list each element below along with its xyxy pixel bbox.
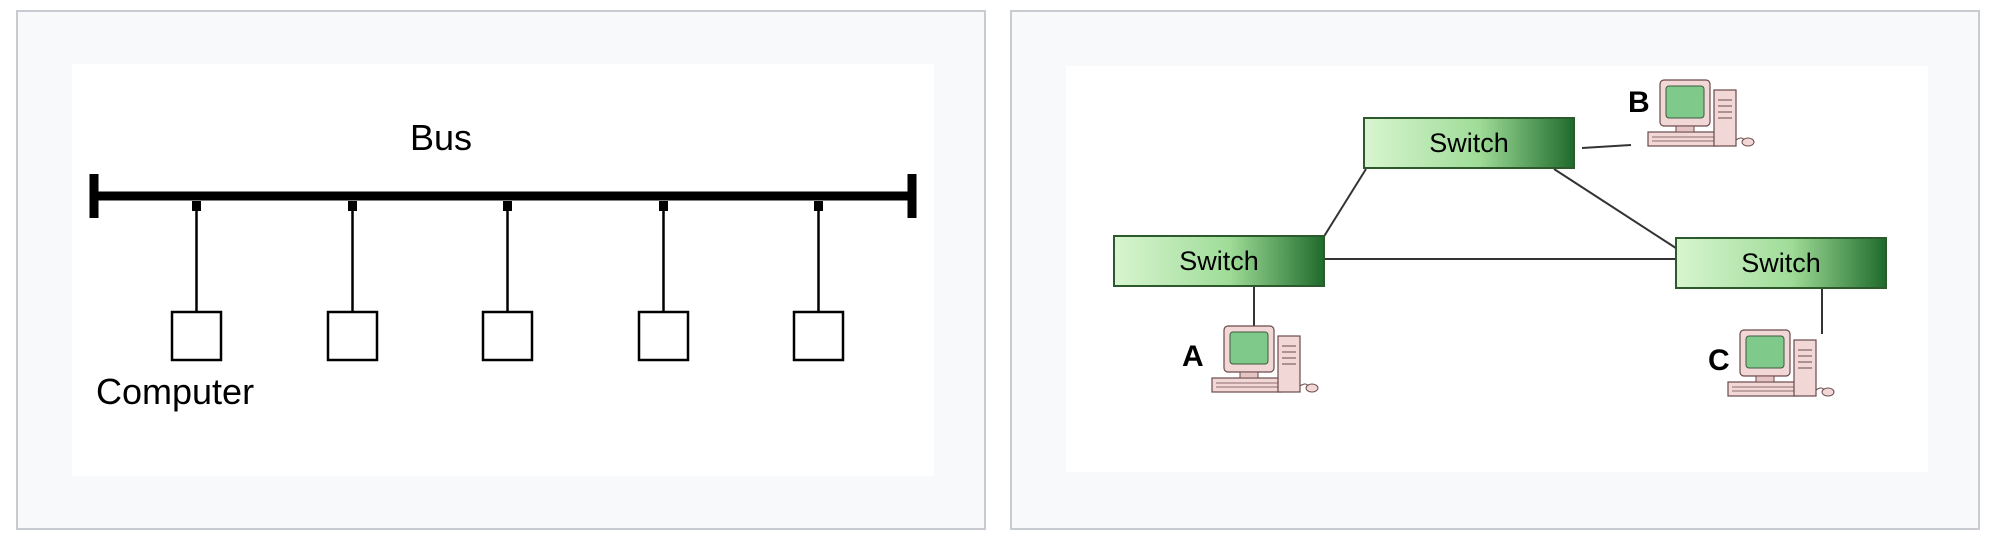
bus-node-3 [481,201,534,362]
switch-top: Switch [1363,117,1575,169]
computer-b: B [1628,79,1755,147]
computer-box [481,310,534,362]
bus-label: Bus [410,117,472,158]
switch-label: Switch [1179,246,1259,276]
link-top-right [1553,168,1683,253]
computer-box [792,310,845,362]
computer-box [326,310,379,362]
switch-left: Switch [1113,235,1325,287]
computer-c-label: C [1708,344,1730,377]
switch-diagram-svg: Switch Switch Switch A B [1113,79,1887,397]
bus-node-1 [170,201,223,362]
computer-icon [1211,325,1319,393]
bus-node-2 [326,201,379,362]
bus-node-5 [792,201,845,362]
computer-a: A [1182,325,1319,393]
switch-topology-figure: Switch Switch Switch A B [1010,10,1980,530]
switch-diagram-canvas: Switch Switch Switch A B [1066,66,1928,472]
computer-icon [1647,79,1755,147]
computer-box [637,310,690,362]
computer-c: C [1708,329,1835,397]
computer-b-label: B [1628,86,1650,119]
computer-box [170,310,223,362]
switch-right: Switch [1675,237,1887,289]
bus-diagram-svg: Bus [89,117,917,412]
computer-label: Computer [96,371,254,412]
computer-a-label: A [1182,340,1204,373]
bus-node-4 [637,201,690,362]
computer-icon [1727,329,1835,397]
link-top-b [1581,144,1632,149]
bus-diagram-canvas: Bus [72,64,934,476]
link-top-left [1322,168,1367,239]
switch-label: Switch [1741,248,1821,278]
bus-topology-figure: Bus [16,10,986,530]
switch-label: Switch [1429,128,1509,158]
